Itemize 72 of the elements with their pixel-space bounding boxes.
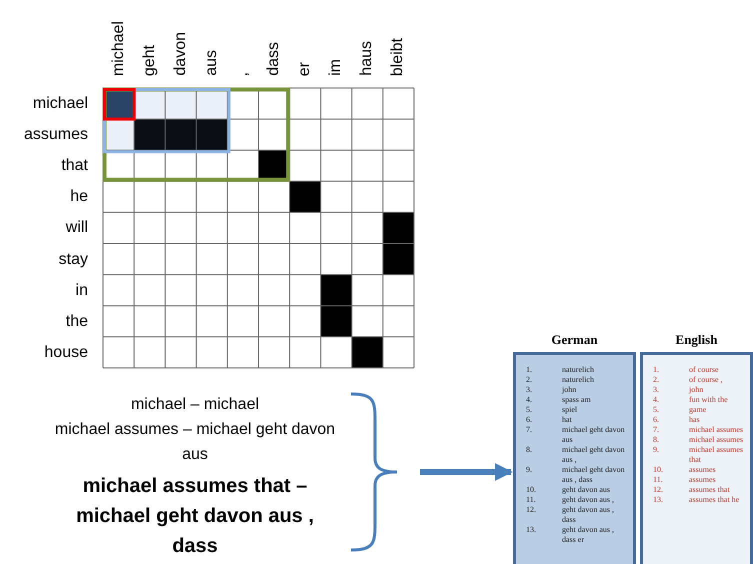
- phrase-text: geht davon aus , dass er: [562, 525, 615, 545]
- row-number: 11.: [653, 475, 664, 485]
- row-number: 8.: [526, 445, 533, 456]
- phrase-text: of course ,: [689, 375, 724, 385]
- row-number: 6.: [653, 415, 660, 425]
- column-word: geht: [140, 44, 159, 76]
- table-heading: English: [674, 332, 718, 349]
- row-number: 3.: [526, 385, 533, 395]
- phrase-pair: michael – michael: [130, 395, 260, 415]
- phrase-pair: michael assumes that – michael geht davon aus , dass: [75, 474, 315, 559]
- row-word: he: [70, 187, 88, 208]
- column-word: dass: [265, 42, 283, 76]
- phrase-text: geht davon aus ,: [562, 495, 615, 505]
- column-word: haus: [358, 41, 376, 76]
- row-number: 10.: [653, 465, 664, 475]
- row-word: that: [61, 156, 88, 176]
- phrase-text: assumes that: [689, 485, 731, 495]
- phrase-text: naturelich: [562, 375, 595, 385]
- phrase-text: has: [689, 415, 701, 425]
- row-number: 4.: [653, 395, 660, 405]
- row-number: 4.: [526, 395, 533, 405]
- row-word: the: [66, 312, 88, 332]
- phrase-text: assumes that he: [689, 495, 740, 505]
- column-word: aus: [202, 50, 221, 76]
- phrase-text: assumes: [689, 475, 717, 485]
- phrase-text: game: [689, 405, 708, 415]
- row-number: 9.: [653, 445, 660, 456]
- row-number: 13.: [526, 525, 537, 536]
- column-word: davon: [172, 32, 190, 76]
- row-number: 5.: [526, 405, 533, 415]
- row-number: 3.: [653, 385, 660, 395]
- row-number: 2.: [526, 375, 533, 385]
- row-word: stay: [58, 250, 88, 270]
- column-word: michael: [110, 20, 128, 76]
- row-number: 12.: [526, 505, 537, 516]
- row-number: 10.: [526, 485, 537, 495]
- row-word: will: [66, 218, 88, 238]
- row-number: 11.: [526, 495, 537, 505]
- column-word: bleibt: [389, 38, 408, 76]
- phrase-text: michael assumes: [689, 425, 744, 435]
- phrase-text: john: [562, 385, 578, 395]
- row-number: 1.: [653, 365, 660, 375]
- row-number: 9.: [526, 465, 533, 476]
- row-word: in: [76, 280, 88, 301]
- phrase-text: geht davon aus: [562, 485, 611, 495]
- column-word: er: [296, 62, 314, 76]
- column-word: ,: [234, 72, 252, 76]
- row-number: 8.: [653, 435, 660, 445]
- phrase-text: john: [689, 385, 704, 395]
- arrow: [420, 463, 513, 481]
- table-heading: German: [550, 332, 599, 349]
- row-word: michael: [32, 94, 88, 114]
- row-number: 12.: [653, 485, 664, 495]
- phrase-text: fun with the: [689, 395, 729, 405]
- phrase-text: hat: [562, 415, 573, 425]
- phrase-text: michael assumes: [689, 435, 744, 445]
- phrase-text: naturelich: [562, 365, 595, 375]
- row-number: 1.: [526, 365, 533, 375]
- phrase-text: assumes: [689, 465, 717, 475]
- column-word: im: [327, 59, 346, 76]
- phrase-pair: michael assumes – michael geht davon aus: [54, 420, 336, 465]
- row-word: assumes: [24, 125, 88, 146]
- row-number: 7.: [653, 425, 660, 435]
- row-word: house: [44, 342, 88, 363]
- row-number: 6.: [526, 415, 533, 425]
- row-number: 13.: [653, 495, 664, 505]
- row-number: 2.: [653, 375, 660, 385]
- row-number: 5.: [653, 405, 660, 415]
- phrase-text: of course: [689, 365, 720, 375]
- phrase-text: spiel: [562, 405, 578, 415]
- row-number: 7.: [526, 425, 533, 436]
- phrase-text: spass am: [562, 395, 592, 405]
